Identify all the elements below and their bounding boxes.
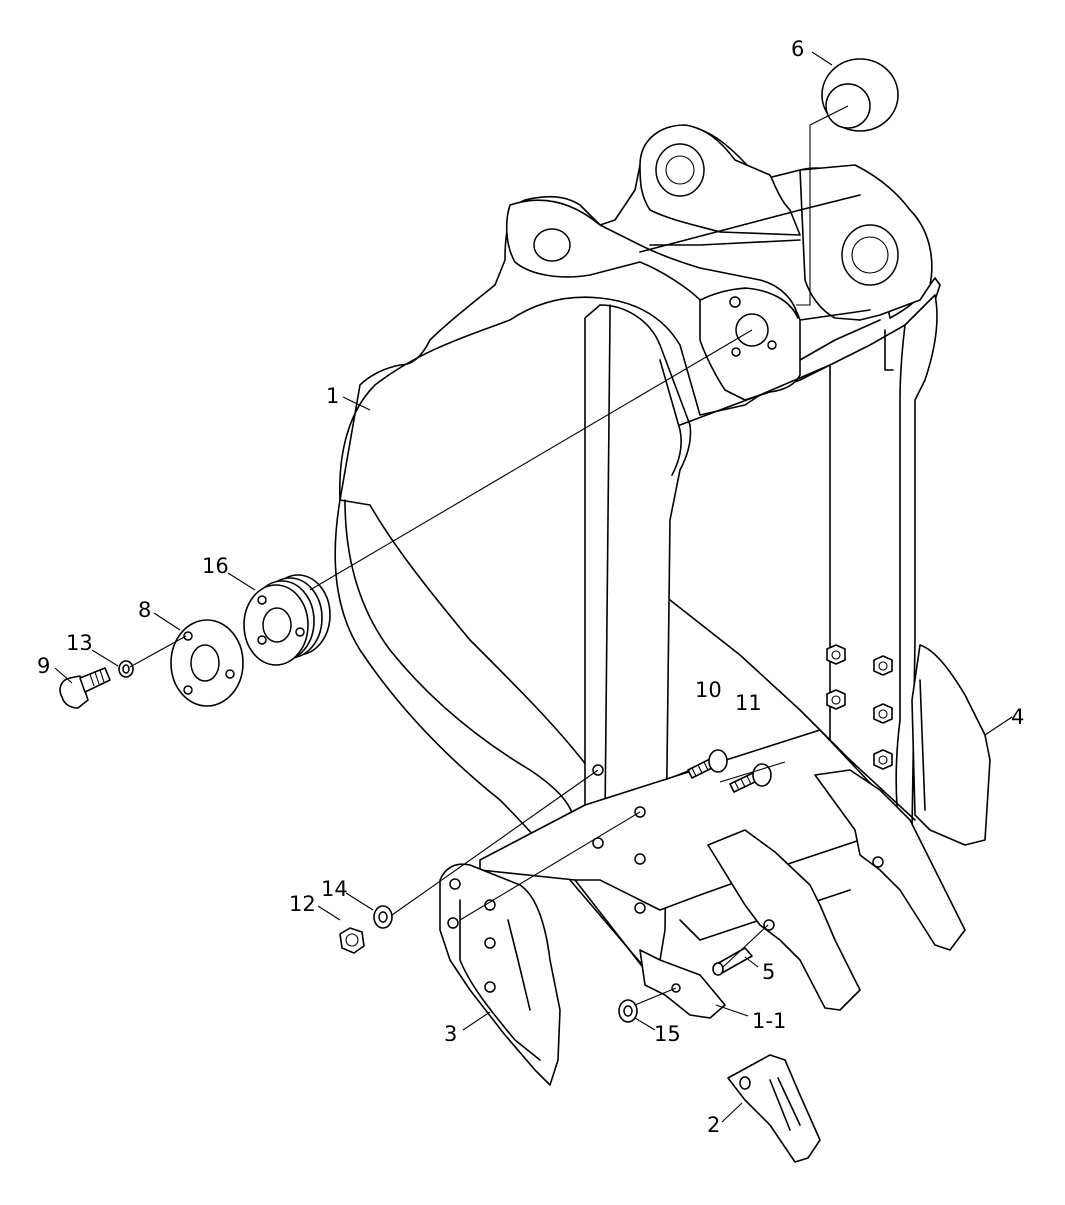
bolt — [59, 667, 111, 709]
bucket-body — [334, 124, 941, 971]
bushing — [821, 58, 899, 132]
retaining-pin — [712, 947, 753, 976]
side-cutter-right — [911, 644, 991, 846]
label-4: 4 — [1011, 705, 1024, 729]
label-8: 8 — [138, 598, 151, 622]
label-16: 16 — [202, 554, 229, 578]
callout-leaders — [54, 51, 1013, 1123]
nut-12 — [339, 927, 365, 954]
nut-icon — [826, 644, 893, 770]
rear-ear-hole-icon — [655, 143, 705, 197]
retainer-plate — [170, 619, 244, 707]
label-3: 3 — [444, 1022, 457, 1046]
label-6: 6 — [791, 37, 804, 61]
label-13: 13 — [66, 631, 93, 655]
side-cutter-left — [439, 863, 561, 1086]
label-11: 11 — [735, 691, 762, 715]
label-1-1: 1-1 — [752, 1009, 786, 1033]
label-1: 1 — [326, 384, 339, 408]
ear-hole-icon — [533, 228, 571, 262]
label-14: 14 — [321, 877, 348, 901]
label-9: 9 — [37, 654, 50, 678]
bolt-11 — [729, 763, 772, 793]
label-2: 2 — [707, 1113, 720, 1137]
label-10: 10 — [695, 678, 722, 702]
washer-15 — [618, 999, 638, 1023]
label-5: 5 — [762, 960, 775, 984]
washer-14 — [373, 905, 393, 929]
label-12: 12 — [289, 892, 316, 916]
assembly-lines — [129, 105, 849, 1006]
bucket-teeth — [639, 769, 966, 1019]
tooth-point — [727, 1054, 821, 1163]
right-ear-hole-icon — [841, 224, 899, 286]
label-15: 15 — [654, 1022, 681, 1046]
shim-pack — [243, 574, 331, 666]
bolt-10 — [687, 749, 728, 779]
callout-labels: 1 1-1 2 3 4 5 6 8 9 10 11 12 13 14 15 16 — [37, 37, 1024, 1137]
